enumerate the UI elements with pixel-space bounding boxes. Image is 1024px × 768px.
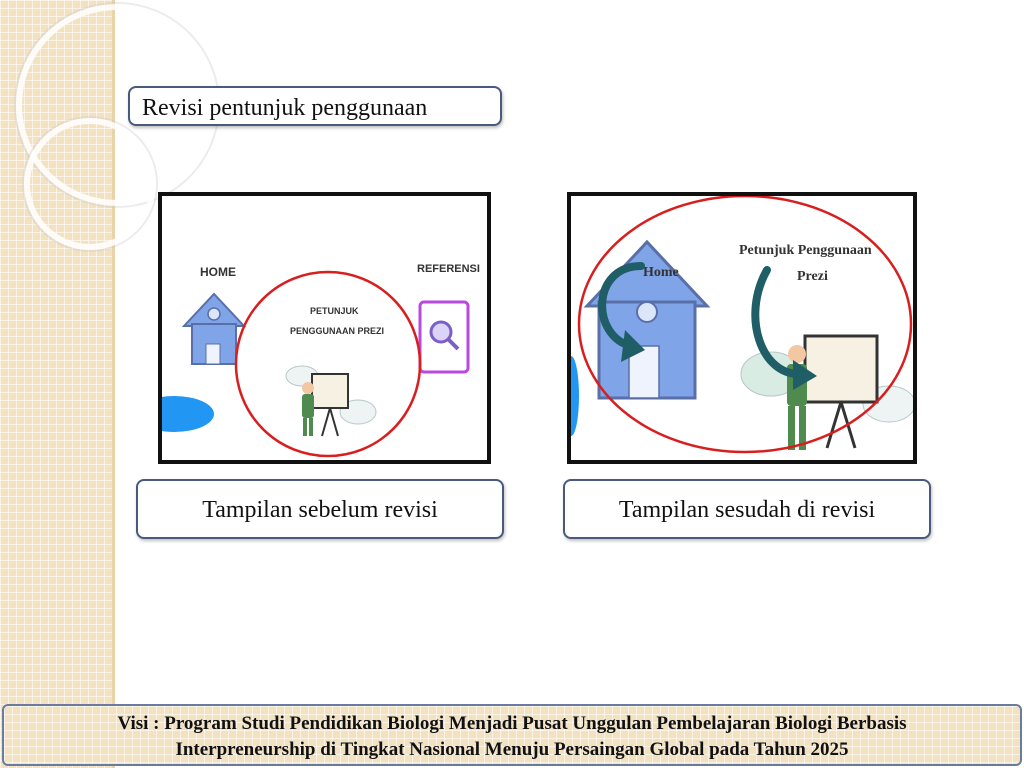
guide-label-line1: PETUNJUK <box>310 306 359 316</box>
home-label: Home <box>643 265 679 280</box>
slide-title: Revisi pentunjuk penggunaan <box>128 86 502 126</box>
guide-label-line1: Petunjuk Penggunaan <box>739 243 872 258</box>
blue-blob <box>571 356 579 436</box>
guide-label-line2: PENGGUNAAN PREZI <box>290 326 384 336</box>
strip-edge <box>112 0 115 768</box>
home-label: HOME <box>200 265 236 279</box>
magnifier-icon <box>418 300 470 374</box>
reference-label: REFERENSI <box>417 263 480 275</box>
after-revision-caption: Tampilan sesudah di revisi <box>563 479 931 539</box>
before-revision-illustration: HOME REFERENSI PETUNJUK PENGGUNAAN PREZI <box>162 263 480 458</box>
presenter-illustration <box>285 365 377 437</box>
highlight-circle <box>234 270 422 458</box>
arrow-icon <box>751 266 817 390</box>
presenter-illustration <box>740 334 913 450</box>
vision-line-2: Interpreneurship di Tingkat Nasional Men… <box>175 739 849 760</box>
guide-label-line2: Prezi <box>797 269 828 284</box>
blue-blob <box>162 396 214 432</box>
vision-footer: Visi : Program Studi Pendidikan Biologi … <box>2 704 1022 766</box>
decorative-ring-middle <box>24 118 156 250</box>
after-revision-screenshot: Home Petunjuk Penggunaan Prezi <box>567 192 917 464</box>
vision-line-1: Visi : Program Studi Pendidikan Biologi … <box>117 713 907 734</box>
before-revision-caption: Tampilan sebelum revisi <box>136 479 504 539</box>
arrow-icon <box>598 262 645 362</box>
highlight-circle <box>577 196 913 454</box>
house-icon <box>181 292 247 365</box>
after-revision-illustration: Home Petunjuk Penggunaan Prezi <box>571 196 913 454</box>
house-icon <box>583 239 711 400</box>
before-revision-screenshot: HOME REFERENSI PETUNJUK PENGGUNAAN PREZI <box>158 192 491 464</box>
